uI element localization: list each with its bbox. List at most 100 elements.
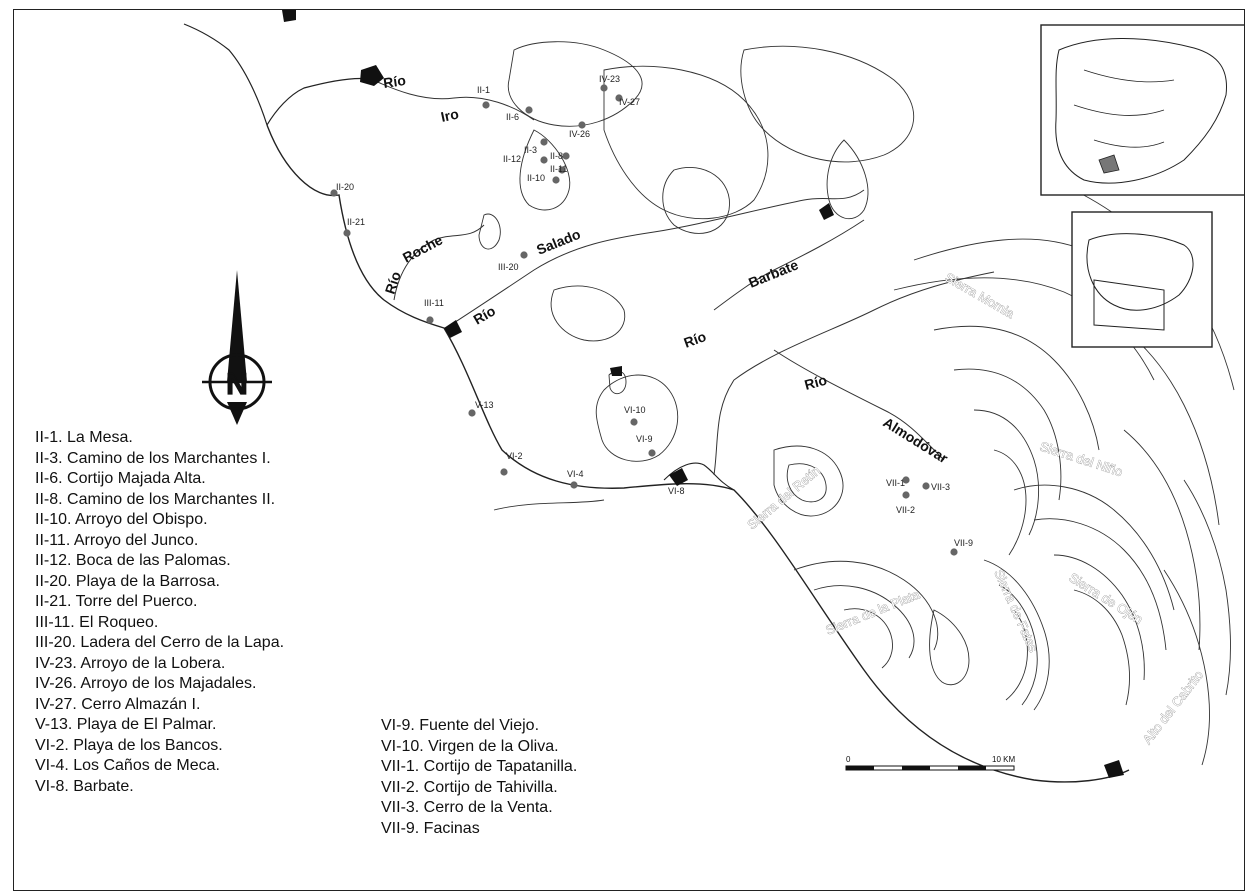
legend-item: II-20. Playa de la Barrosa.	[35, 572, 220, 590]
site-dot-VII-9	[950, 548, 958, 556]
sierra-label-retin: Sierra del Retín	[744, 463, 823, 533]
site-label: VII-1	[886, 478, 905, 488]
site-label: VI-9	[636, 434, 653, 444]
legend-item: IV-26. Arroyo de los Majadales.	[35, 675, 257, 692]
site-label: VII-2	[896, 505, 915, 515]
legend-item: III-11. El Roqueo.	[35, 613, 159, 631]
scale-bar-start-label: 0	[846, 755, 851, 764]
river-label-rio-roche: Río	[382, 270, 404, 296]
sierra-label-cabrito: Alto del Cabrito	[1140, 668, 1207, 747]
river-barbate	[713, 271, 995, 476]
legend-item: II-11. Arroyo del Junco.	[35, 531, 199, 549]
site-dots	[330, 84, 958, 556]
map-canvas: II-1 II-6 IV-23 IV-27 IV-26 II-3 II-8 II…	[183, 10, 1244, 783]
legend-item: VI-9. Fuente del Viejo.	[381, 717, 540, 734]
legend-left: II-1. La Mesa. II-3. Camino de los Marcha…	[35, 428, 284, 797]
site-label: II-8	[550, 151, 563, 161]
sierra-label-nino: Sierra del Niño	[1038, 439, 1124, 480]
site-dot-VII-1	[902, 476, 910, 484]
legend-item: II-10. Arroyo del Obispo.	[35, 511, 208, 528]
river-label-roche: Roche	[400, 231, 445, 265]
legend-item: IV-23. Arroyo de la Lobera.	[35, 654, 226, 672]
site-label: VI-2	[506, 451, 523, 461]
coastline	[266, 124, 1130, 783]
site-label: VI-10	[624, 405, 646, 415]
site-dot-V-13	[468, 409, 476, 417]
town-markers	[282, 10, 1124, 778]
legend-item: II-8. Camino de los Marchantes II.	[35, 490, 276, 508]
site-dot-II-1	[482, 101, 490, 109]
site-label: II-10	[527, 173, 545, 183]
river-almodovar	[773, 349, 945, 461]
river-barbate-north	[713, 219, 865, 311]
scale-bar: 0 10 KM	[845, 755, 1015, 771]
legend-item: II-1. La Mesa.	[35, 429, 133, 446]
site-label: III-11	[424, 298, 444, 308]
legend-item: II-3. Camino de los Marchantes I.	[35, 449, 271, 467]
river-label-barbate: Barbate	[746, 256, 801, 290]
river-salado	[445, 189, 865, 329]
site-dot-VI-4	[570, 481, 578, 489]
site-dot-II-21	[343, 229, 351, 237]
river-label-rio-top: Río	[382, 72, 407, 91]
river-iro	[368, 77, 535, 121]
site-dot-II-10	[552, 176, 560, 184]
north-arrow-lower	[227, 402, 247, 425]
legend-item: II-12. Boca de las Palomas.	[35, 552, 231, 569]
site-label: VI-4	[567, 469, 584, 479]
river-label-rio-almodovar: Río	[803, 372, 829, 393]
site-dot-IV-26	[578, 121, 586, 129]
sierra-label-plata: Sierra de la Plata	[824, 586, 923, 638]
legend-item: VI-2. Playa de los Bancos.	[35, 736, 223, 754]
site-label: IV-23	[599, 74, 620, 84]
site-label: II-11	[550, 164, 567, 174]
site-dot-II-6	[525, 106, 533, 114]
river-roche	[393, 224, 485, 301]
river-label-rio-salado: Río	[471, 302, 499, 327]
legend-item: VI-8. Barbate.	[35, 777, 134, 795]
inset-iberia	[1040, 24, 1244, 196]
scale-bar-end-label: 10 KM	[992, 755, 1015, 764]
legend-item: V-13. Playa de El Palmar.	[35, 716, 217, 733]
site-dot-II-20	[330, 189, 338, 197]
river-label-almodovar: Almodóvar	[880, 414, 951, 467]
river-label-iro: Iro	[439, 106, 460, 125]
site-label: VII-3	[931, 482, 950, 492]
site-label: II-6	[506, 112, 519, 122]
legend-item: III-20. Ladera del Cerro de la Lapa.	[35, 634, 285, 651]
site-dot-III-20	[520, 251, 528, 259]
site-dot-II-12	[540, 156, 548, 164]
site-label: II-12	[503, 154, 521, 164]
map-frame: II-1 II-6 IV-23 IV-27 IV-26 II-3 II-8 II…	[13, 9, 1245, 891]
river-label-salado: Salado	[534, 226, 583, 258]
legend-item: II-21. Torre del Puerco.	[35, 593, 198, 610]
site-labels: II-1 II-6 IV-23 IV-27 IV-26 II-3 II-8 II…	[336, 74, 973, 548]
site-dot-VI-2	[500, 468, 508, 476]
legend-item: IV-27. Cerro Almazán I.	[35, 695, 201, 713]
site-dot-VII-2	[902, 491, 910, 499]
site-dot-VII-3	[922, 482, 930, 490]
site-dot-VI-9	[648, 449, 656, 457]
site-label: V-13	[475, 400, 494, 410]
site-dot-II-11	[558, 166, 566, 174]
legend-item: VI-10. Virgen de la Oliva.	[381, 737, 559, 755]
legend-right: VI-9. Fuente del Viejo. VI-10. Virgen de …	[381, 716, 577, 839]
compass-letter: N	[226, 368, 248, 401]
legend-item: VI-4. Los Caños de Meca.	[35, 757, 220, 774]
site-label: II-1	[477, 85, 490, 95]
river-label-rio-barbate: Río	[682, 328, 709, 351]
site-dot-II-8	[562, 152, 570, 160]
legend-item: VII-9. Facinas	[381, 819, 480, 837]
site-dot-IV-23	[600, 84, 608, 92]
gulf-barbate	[663, 462, 735, 491]
sierra-label-fates: Sierra de Fates	[991, 567, 1041, 655]
site-label: II-20	[336, 182, 354, 192]
inset-cadiz	[1071, 211, 1213, 348]
north-arrow: N	[202, 270, 272, 425]
site-label: III-20	[498, 262, 519, 272]
coastline-upper	[183, 23, 375, 126]
site-label: II-21	[347, 217, 365, 227]
site-label: II-3	[524, 145, 537, 155]
site-dot-VI-10	[630, 418, 638, 426]
site-label: VII-9	[954, 538, 973, 548]
